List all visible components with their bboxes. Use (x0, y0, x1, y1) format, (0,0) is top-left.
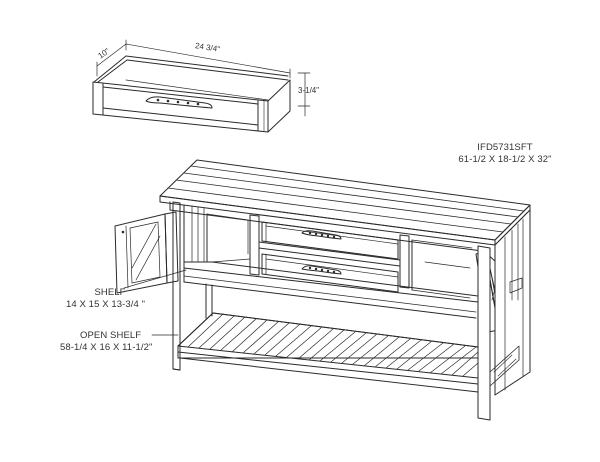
drawer-height-label: 3-1/4" (298, 86, 320, 95)
open-shelf-drawing (177, 312, 520, 393)
drawer-detail-drawing (92, 39, 311, 133)
open-shelf-callout-title: OPEN SHELF (80, 330, 142, 341)
left-door (114, 211, 179, 294)
shelf-leader-line (123, 269, 187, 289)
console-table-drawing (114, 159, 531, 421)
product-model: IFD5731SFT (477, 142, 533, 153)
shelf-callout-dimensions: 14 X 15 X 13-3/4 " (66, 299, 146, 310)
shelf-callout-title: SHELF (94, 287, 126, 298)
open-shelf-callout-dimensions: 58-1/4 X 16 X 11-1/2" (60, 342, 153, 353)
product-overall-dimensions: 61-1/2 X 18-1/2 X 32" (458, 154, 552, 165)
